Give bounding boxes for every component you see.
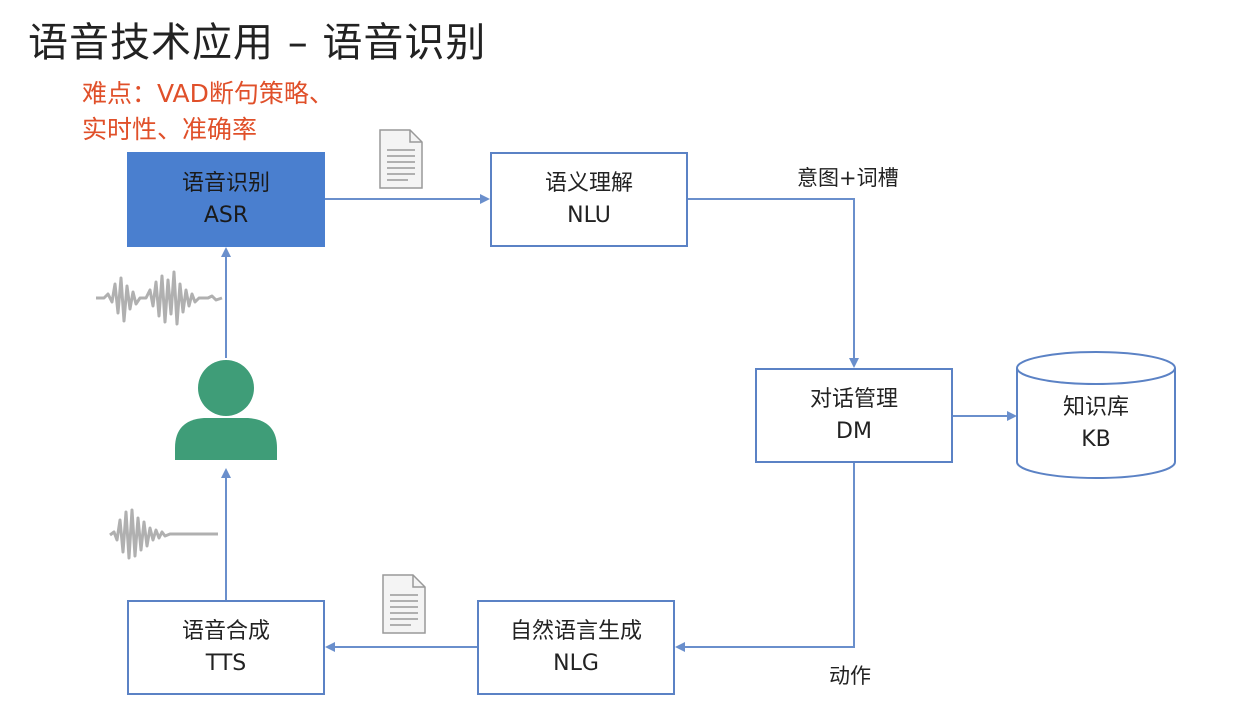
document-icon (379, 129, 423, 189)
node-dm-name: 对话管理 (809, 386, 898, 412)
user-icon (175, 360, 277, 460)
node-nlg-name: 自然语言生成 (509, 618, 642, 644)
node-tts-name: 语音合成 (181, 618, 270, 644)
slide-title: 语音技术应用 – 语音识别 (28, 20, 487, 66)
node-nlu-abbr: NLU (567, 202, 611, 228)
waveform-icon (96, 270, 223, 326)
node-asr-abbr: ASR (203, 202, 249, 228)
node-asr-name: 语音识别 (181, 170, 270, 196)
node-dm: 对话管理 DM (755, 368, 953, 463)
node-nlg: 自然语言生成 NLG (477, 600, 675, 695)
kb-cylinder (1016, 351, 1176, 479)
node-tts: 语音合成 TTS (127, 600, 325, 695)
edge-nlu-to-dm (688, 198, 859, 368)
difficulty-note-line-1: 难点：VAD断句策略、 (82, 79, 334, 108)
node-nlu: 语义理解 NLU (490, 152, 688, 247)
edge-dm-to-nlg (675, 463, 855, 652)
node-dm-abbr: DM (836, 418, 872, 444)
node-kb-name: 知识库 (1062, 395, 1129, 420)
waveform-icon (109, 508, 218, 560)
node-nlu-name: 语义理解 (544, 170, 633, 196)
node-nlg-abbr: NLG (553, 650, 599, 676)
node-kb-abbr: KB (1081, 427, 1111, 452)
difficulty-note-line-2: 实时性、准确率 (82, 115, 258, 144)
document-icon (382, 574, 426, 634)
edge-label-action: 动作 (829, 664, 871, 688)
node-kb: 知识库 KB (1017, 392, 1175, 456)
edge-label-intent-slot: 意图+词槽 (797, 166, 899, 190)
node-asr: 语音识别 ASR (127, 152, 325, 247)
node-tts-abbr: TTS (205, 650, 247, 676)
